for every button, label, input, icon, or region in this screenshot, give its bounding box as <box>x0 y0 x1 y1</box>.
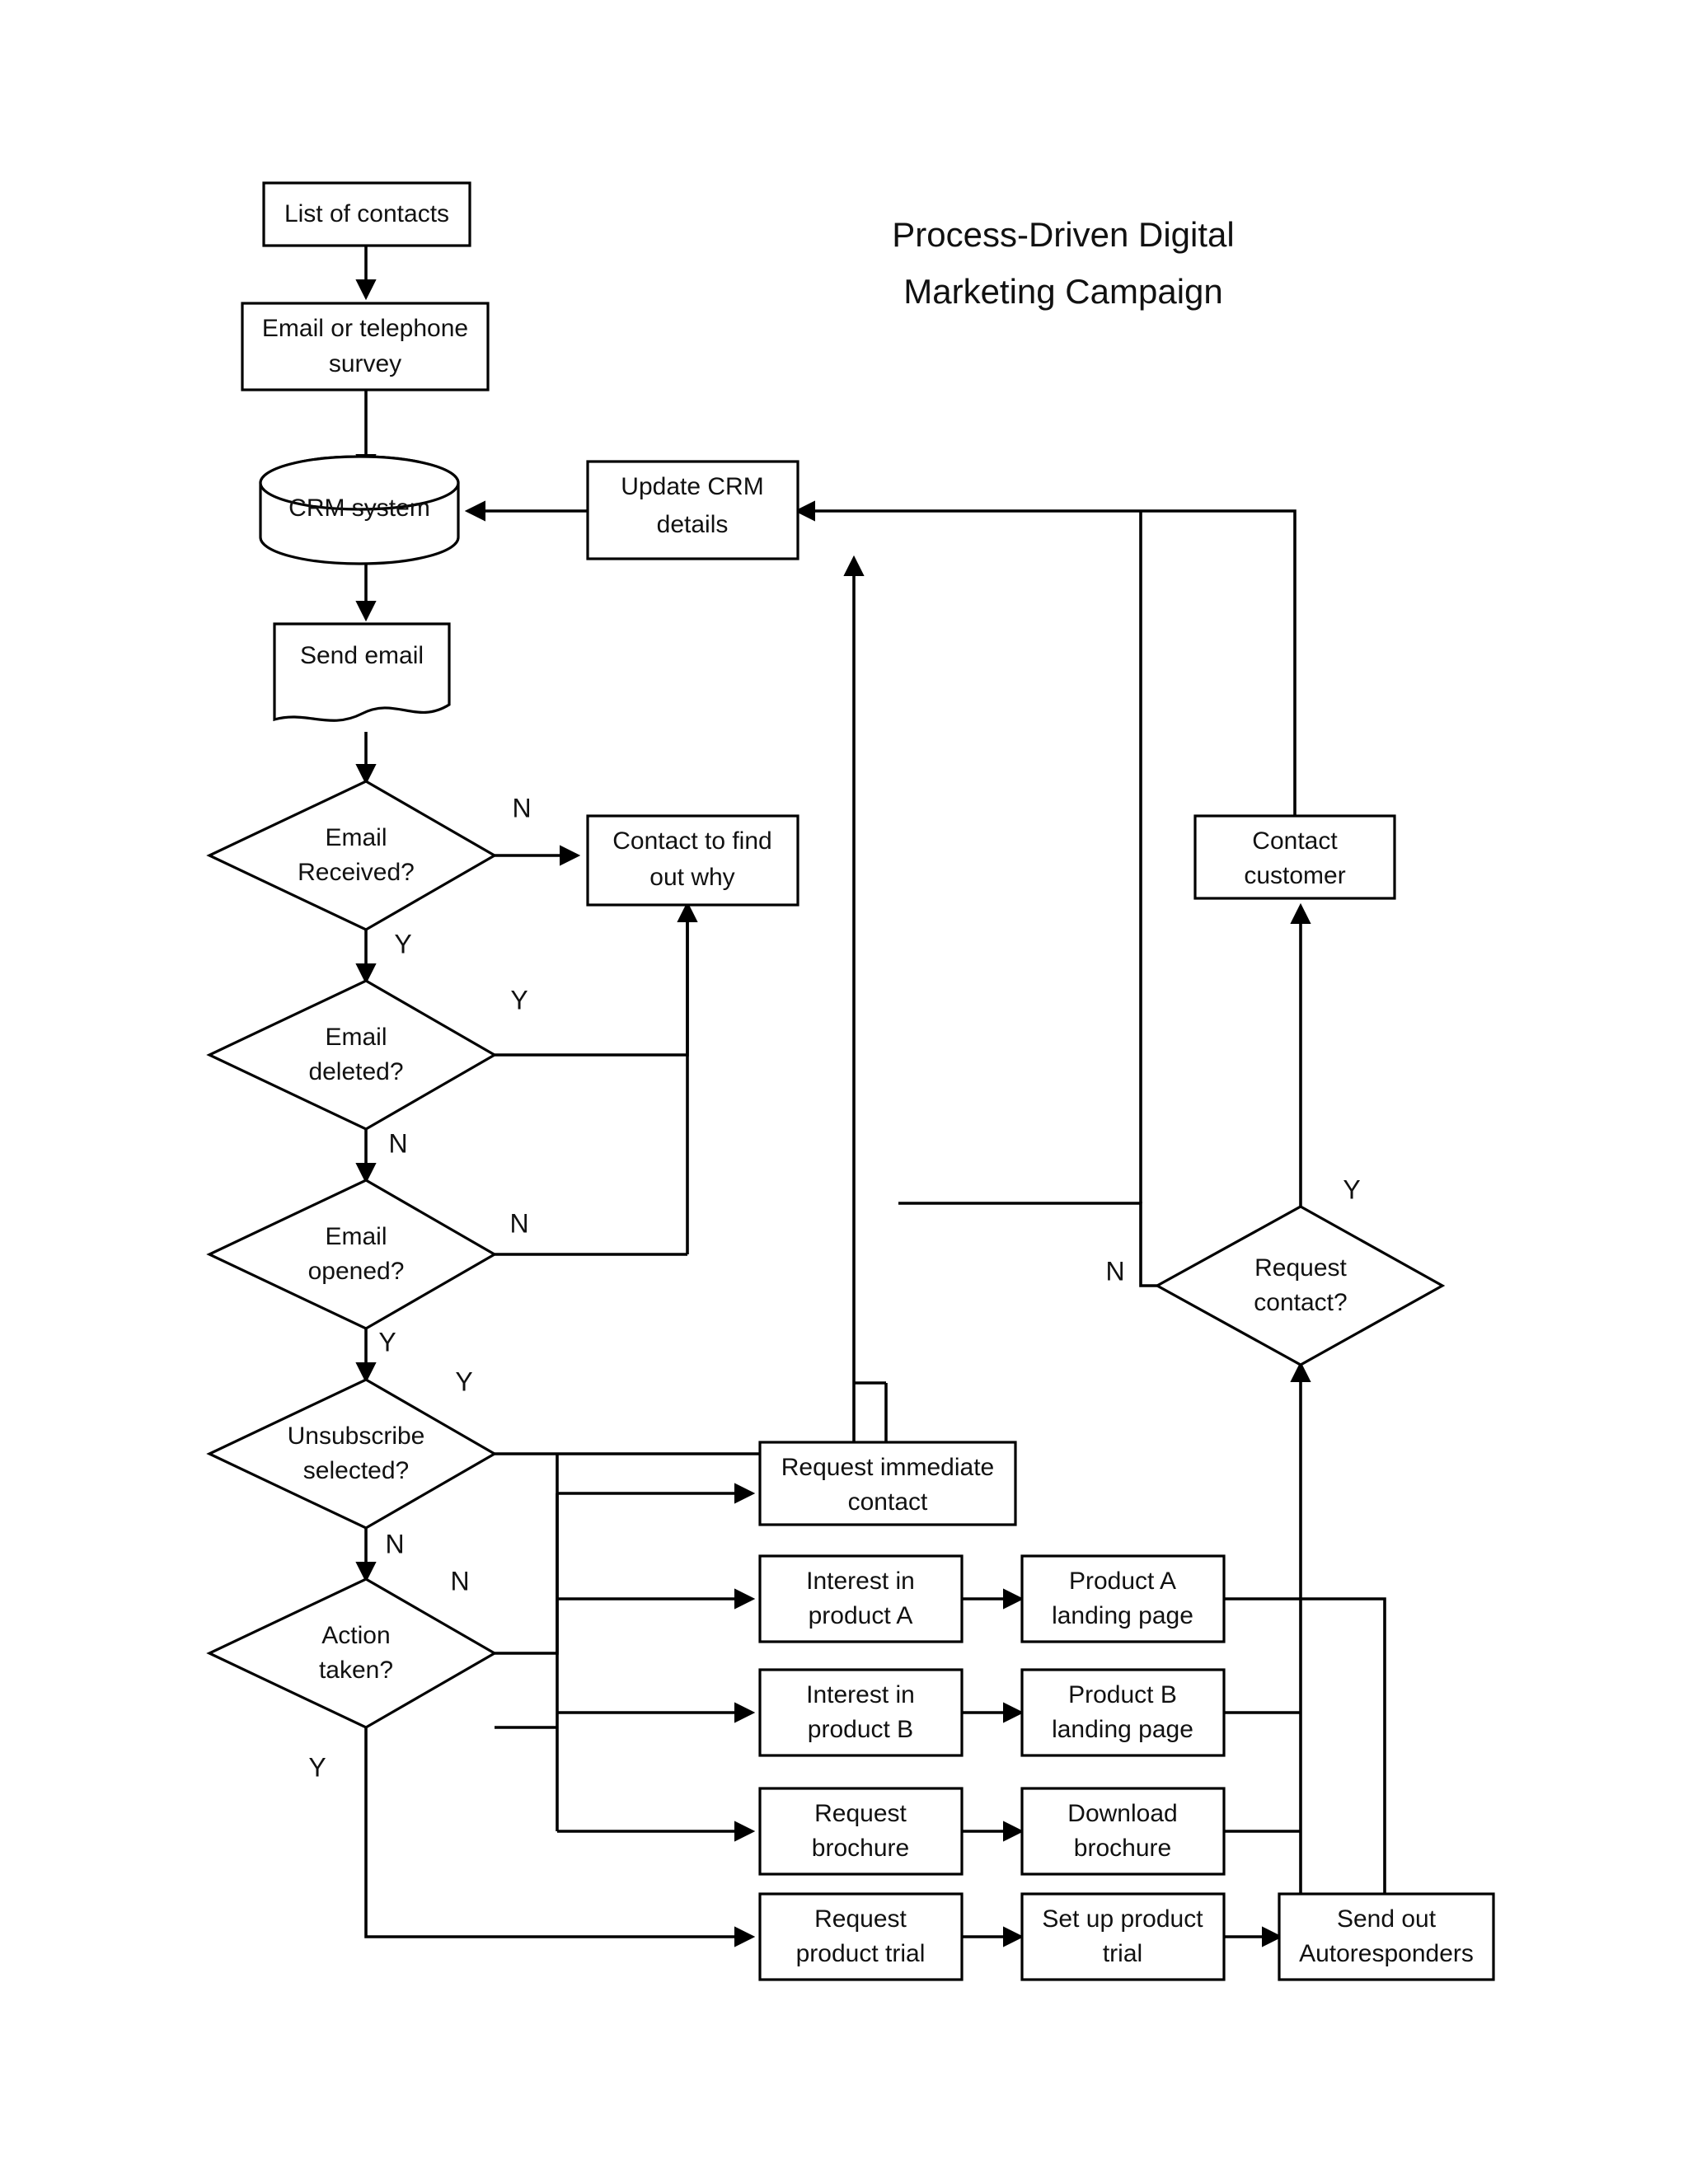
node-label-line2: trial <box>1103 1940 1142 1967</box>
node-label-line2: product trial <box>796 1940 926 1967</box>
edge-unsubscribe-yes-to-updatecrm <box>495 555 865 1455</box>
node-label-line2: customer <box>1244 862 1345 889</box>
node-product-b-landing-page[interactable]: Product B landing page <box>1020 1668 1226 1757</box>
node-label: List of contacts <box>284 200 449 227</box>
node-label-line2: contact <box>848 1488 928 1516</box>
node-label-line2: brochure <box>812 1835 909 1862</box>
node-request-brochure[interactable]: Request brochure <box>758 1787 964 1876</box>
node-email-received-decision[interactable]: Email Received? <box>206 780 498 931</box>
node-email-opened-decision[interactable]: Email opened? <box>206 1179 498 1330</box>
node-label-line1: Email <box>325 1223 387 1250</box>
node-label-line2: brochure <box>1074 1835 1171 1862</box>
node-request-contact-decision[interactable]: Request contact? <box>1154 1205 1446 1366</box>
branch-label-unsubscribe-yes: Y <box>455 1366 472 1396</box>
connector-layer <box>355 246 1386 1947</box>
edge-requestcontact-no-left <box>898 1202 1179 1287</box>
node-label-line1: Send out <box>1337 1905 1437 1933</box>
node-send-email[interactable]: Send email <box>273 622 451 722</box>
node-contact-to-find-out-why[interactable]: Contact to find out why <box>586 814 799 907</box>
node-label-line1: Email or telephone <box>262 315 468 342</box>
node-label-line1: Product B <box>1068 1681 1177 1708</box>
branch-label-email-deleted-no: N <box>388 1128 407 1158</box>
node-label-line2: Autoresponders <box>1299 1940 1474 1967</box>
node-label-line1: Email <box>325 1024 387 1051</box>
edge-pagea-to-autoresponders <box>1223 1597 1386 1896</box>
node-request-product-trial[interactable]: Request product trial <box>758 1892 964 1981</box>
branch-label-request-contact-no: N <box>1105 1256 1124 1286</box>
node-label-line1: Action <box>321 1622 390 1649</box>
branch-label-email-received-no: N <box>512 793 531 823</box>
branch-label-request-contact-yes: Y <box>1343 1174 1360 1204</box>
node-label-line1: Contact to find <box>612 827 771 855</box>
node-label-line1: Request immediate <box>781 1454 994 1481</box>
node-request-immediate-contact[interactable]: Request immediate contact <box>758 1441 1017 1526</box>
node-label-line2: product B <box>808 1716 913 1743</box>
node-label-line2: product A <box>809 1602 913 1629</box>
diagram-title-line2: Marketing Campaign <box>903 272 1223 311</box>
node-label-line1: Email <box>325 824 387 851</box>
node-label-line1: Unsubscribe <box>288 1422 425 1450</box>
branch-label-unsubscribe-no: N <box>385 1529 404 1558</box>
edge-contactcustomer-to-updatecrm <box>794 500 1296 816</box>
node-action-taken-decision[interactable]: Action taken? <box>206 1577 498 1729</box>
node-label-line1: Update CRM <box>621 473 763 500</box>
node-label-line2: Received? <box>298 859 415 886</box>
node-label-line2: out why <box>649 864 734 891</box>
node-label-line2: contact? <box>1254 1289 1347 1316</box>
branch-label-email-opened-no: N <box>509 1208 528 1238</box>
branch-label-email-received-yes: Y <box>394 929 411 958</box>
edge-action-no-up <box>495 1454 559 1655</box>
node-label-line1: Interest in <box>806 1681 915 1708</box>
node-label-line2: deleted? <box>308 1058 403 1085</box>
node-update-crm-details[interactable]: Update CRM details <box>586 460 799 560</box>
node-label-line2: landing page <box>1052 1602 1193 1629</box>
node-unsubscribe-selected-decision[interactable]: Unsubscribe selected? <box>206 1378 498 1530</box>
node-label-line2: details <box>657 511 729 538</box>
node-label-line1: Download <box>1067 1800 1177 1827</box>
node-setup-product-trial[interactable]: Set up product trial <box>1020 1892 1226 1981</box>
branch-label-action-taken-yes: Y <box>308 1752 326 1782</box>
branch-label-email-deleted-yes: Y <box>510 985 528 1015</box>
node-crm-system[interactable]: CRM system <box>259 455 460 565</box>
node-label-line1: Request <box>814 1905 907 1933</box>
node-label-line1: Contact <box>1252 827 1338 855</box>
node-label-line1: Interest in <box>806 1568 915 1595</box>
node-label-line1: Request <box>814 1800 907 1827</box>
node-label: CRM system <box>288 494 430 522</box>
edge-deleted-yes-to-contactwhy <box>495 901 698 1057</box>
edge-action-yes-to-trial <box>364 1727 756 1947</box>
node-label: Send email <box>300 642 424 669</box>
node-email-deleted-decision[interactable]: Email deleted? <box>206 979 498 1131</box>
node-label-line2: survey <box>329 350 401 377</box>
node-label-line2: selected? <box>303 1457 409 1484</box>
node-label-line1: Set up product <box>1042 1905 1203 1933</box>
node-label-line2: taken? <box>319 1657 393 1684</box>
node-label-line2: opened? <box>308 1258 405 1285</box>
node-interest-in-product-a[interactable]: Interest in product A <box>758 1554 964 1643</box>
node-label-line1: Product A <box>1069 1568 1176 1595</box>
node-interest-in-product-b[interactable]: Interest in product B <box>758 1668 964 1757</box>
node-email-or-telephone-survey[interactable]: Email or telephone survey <box>241 302 490 391</box>
node-label-line2: landing page <box>1052 1716 1193 1743</box>
node-contact-customer[interactable]: Contact customer <box>1193 814 1396 900</box>
node-send-out-autoresponders[interactable]: Send out Autoresponders <box>1278 1892 1495 1981</box>
diagram-title-line1: Process-Driven Digital <box>892 215 1234 254</box>
node-product-a-landing-page[interactable]: Product A landing page <box>1020 1554 1226 1643</box>
node-download-brochure[interactable]: Download brochure <box>1020 1787 1226 1876</box>
branch-label-email-opened-yes: Y <box>378 1327 396 1357</box>
node-list-of-contacts[interactable]: List of contacts <box>262 181 471 247</box>
node-label-line1: Request <box>1254 1254 1347 1282</box>
branch-label-action-taken-no: N <box>450 1566 469 1596</box>
